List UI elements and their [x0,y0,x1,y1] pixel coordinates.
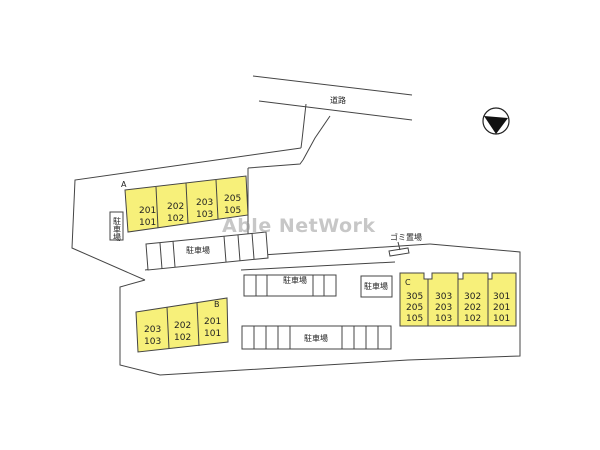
unit-label: 205 [406,303,423,313]
unit-label: 105 [406,314,423,324]
unit-label: 201 [204,317,221,327]
parking-row-lower [241,325,392,350]
unit-label: 301 [493,292,510,302]
building-b-units: 203 103 202 102 201 101 [144,317,221,347]
unit-label: 303 [435,292,452,302]
unit-label: 101 [204,329,221,339]
building-b-label: B [214,300,220,309]
building-c-units: 305 205 105 303 203 103 302 202 102 301 … [406,292,510,324]
parking-row-upper-label: 駐車場 [186,245,210,255]
unit-label: 102 [167,214,184,224]
parking-row-lower-label: 駐車場 [304,333,328,343]
building-b [135,297,229,353]
building-a [124,175,249,233]
unit-label: 103 [435,314,452,324]
unit-label: 202 [167,202,184,212]
unit-label: 203 [435,303,452,313]
unit-label: 101 [139,218,156,228]
unit-label: 205 [224,194,241,204]
parking-small [109,211,124,241]
unit-label: 203 [196,198,213,208]
garbage-area [388,241,410,257]
unit-label: 202 [174,321,191,331]
building-a-label: A [121,180,127,189]
unit-label: 101 [493,314,510,324]
building-c [399,272,517,327]
garbage-label: ゴミ置場 [390,232,422,242]
unit-label: 202 [464,303,481,313]
unit-label: 201 [493,303,510,313]
unit-label: 305 [406,292,423,302]
unit-label: 102 [174,333,191,343]
parking-block-middle-label: 駐車場 [283,275,307,285]
parking-row-upper [145,231,269,271]
unit-label: 302 [464,292,481,302]
parking-block-middle [243,274,337,297]
parking-small-right-label: 駐車場 [364,281,388,291]
unit-label: 203 [144,325,161,335]
unit-label: 102 [464,314,481,324]
compass-arrow-icon [482,107,510,135]
watermark: Able NetWork [222,215,376,237]
parking-small-label: 駐車場 [113,216,122,242]
unit-label: 103 [144,337,161,347]
road [252,75,413,121]
building-a-units: 201 101 202 102 203 103 205 105 [139,194,241,228]
parking-small-right [360,275,393,298]
unit-label: 103 [196,210,213,220]
road-label: 道路 [330,95,346,105]
unit-label: 105 [224,206,241,216]
building-c-label: C [405,278,411,287]
unit-label: 201 [139,206,156,216]
